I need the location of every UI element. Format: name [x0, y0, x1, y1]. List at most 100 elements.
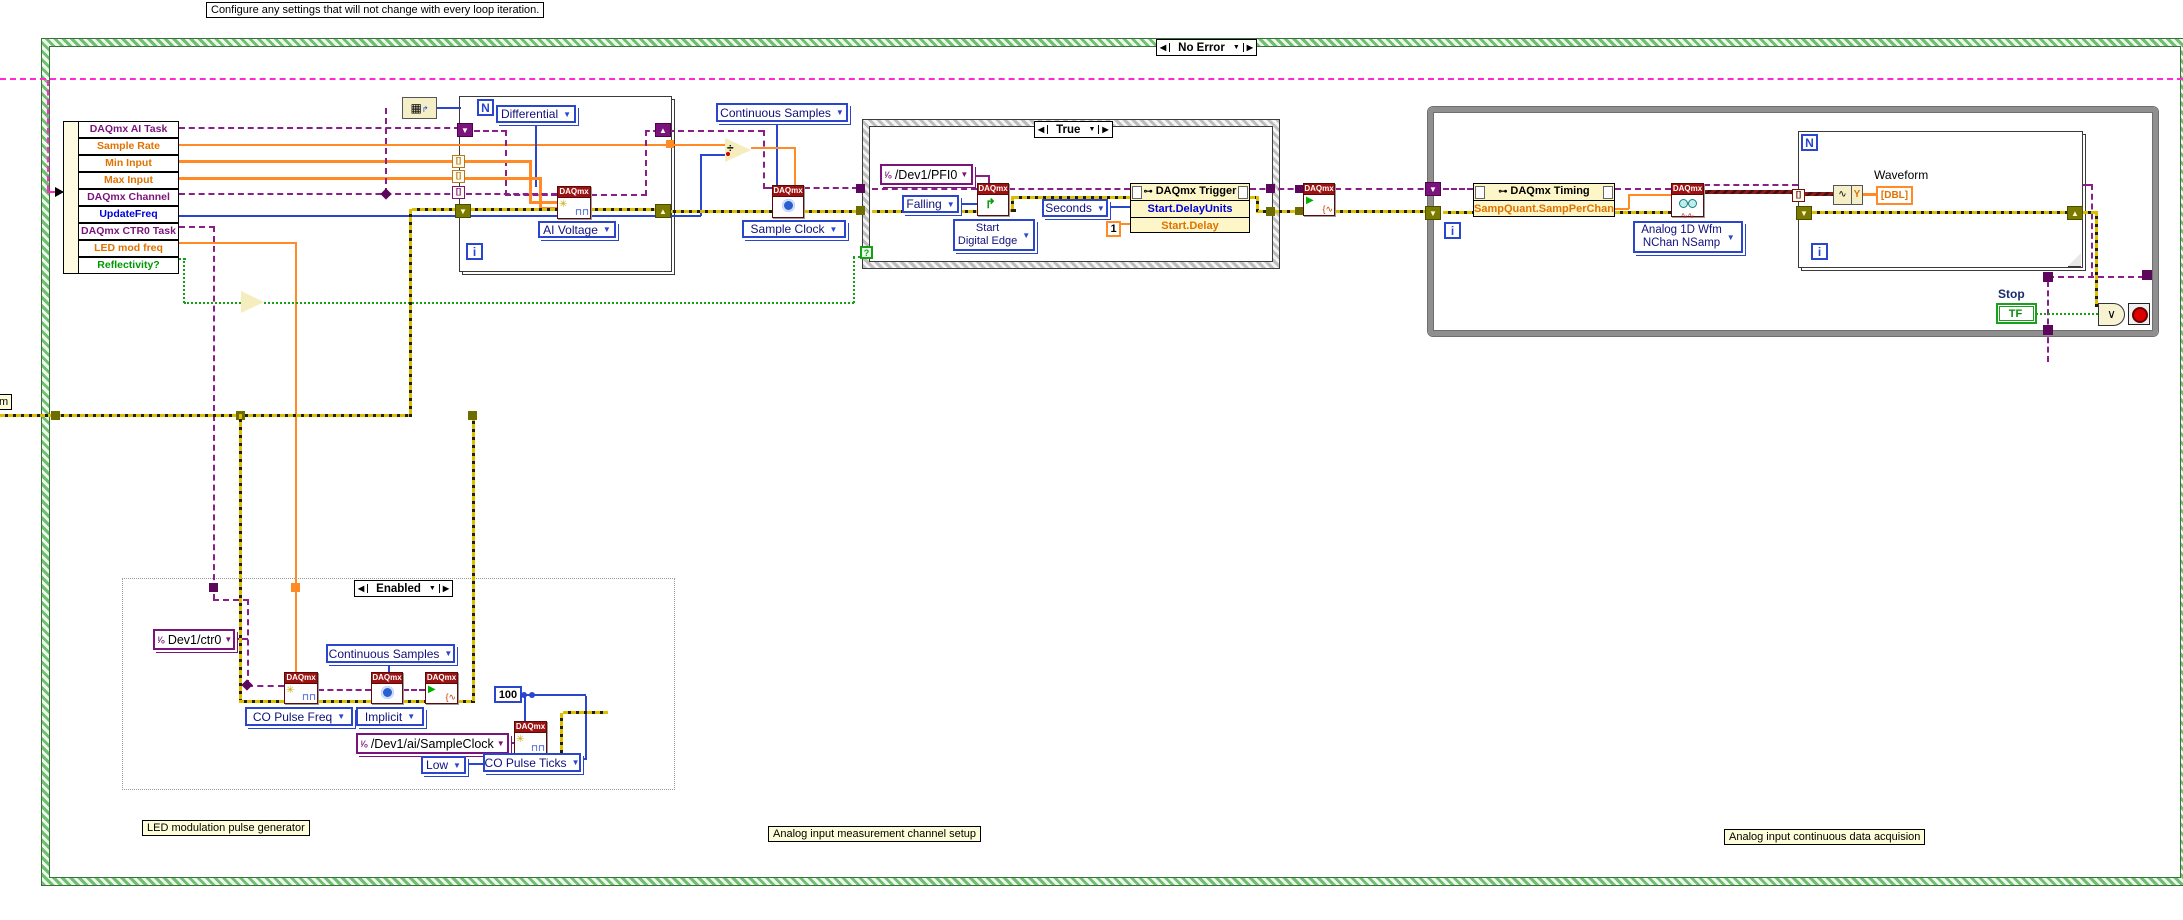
error-shift-register-left[interactable]: ▼ — [455, 204, 471, 218]
terminal-config-ring[interactable]: Differential ▼ — [496, 105, 576, 123]
sample-mode-ring[interactable]: Continuous Samples ▼ — [716, 103, 848, 122]
wire-ticks-link[interactable] — [578, 758, 587, 760]
wire-100-down2[interactable] — [585, 696, 587, 760]
case-selector-terminal[interactable]: ? — [860, 246, 873, 259]
chevron-down-icon[interactable]: ▼ — [444, 649, 453, 658]
wire-task-mid-in[interactable] — [763, 187, 773, 189]
wire-task-to-node[interactable] — [1009, 188, 1130, 190]
wire-ctr0-task[interactable] — [179, 226, 215, 228]
wire-min-in[interactable] — [465, 160, 532, 163]
delay-units-ring[interactable]: Seconds ▼ — [1042, 199, 1108, 217]
chevron-down-icon[interactable]: ▼ — [960, 170, 969, 179]
chevron-down-icon[interactable]: ▼ — [946, 199, 955, 209]
daqmx-create-ticks-vi[interactable]: DAQmx ✳ ⊓⊓ — [514, 721, 547, 755]
error-tunnel[interactable] — [1266, 207, 1275, 216]
enabled-case-structure[interactable] — [122, 578, 675, 790]
or-gate[interactable]: ∨ — [2098, 303, 2125, 326]
case-label[interactable]: True — [1056, 123, 1081, 136]
wire-error-p4[interactable] — [560, 713, 563, 754]
wire-error-case-out[interactable] — [1258, 210, 1303, 213]
loop-count-terminal[interactable]: N — [477, 99, 494, 116]
wire-sampperchan-up[interactable] — [1628, 194, 1630, 209]
wire-error-p-out[interactable] — [458, 700, 474, 703]
co-pulse-ticks-ring[interactable]: CO Pulse Ticks ▼ — [483, 753, 581, 772]
wire-wfm-inner[interactable] — [1805, 192, 1833, 196]
wire-delay[interactable] — [1121, 223, 1130, 225]
wire-error-to-while[interactable] — [1335, 210, 1434, 213]
task-shift-register[interactable]: ▼ — [1425, 182, 1441, 196]
daqmx-start-pulse-vi[interactable]: DAQmx ▶ {∿ — [425, 672, 458, 704]
error-tunnel[interactable] — [856, 206, 865, 215]
chevron-down-icon[interactable]: ▼ — [829, 224, 838, 234]
daqmx-timing-vi[interactable]: DAQmx — [772, 185, 804, 218]
wire-task-after-read[interactable] — [1704, 184, 1798, 186]
task-tunnel[interactable] — [1266, 184, 1275, 193]
timing-property-node[interactable]: ⊶ DAQmx Timing SampQuant.SampPerChan — [1473, 183, 1615, 217]
wire-units[interactable] — [1106, 206, 1130, 208]
wire-100[interactable] — [522, 694, 586, 696]
chevron-down-icon[interactable]: ▼ — [496, 739, 505, 748]
wire-error-p4-out[interactable] — [563, 711, 608, 714]
cluster-row-led-freq[interactable]: LED mod freq — [78, 240, 179, 257]
cluster-row-max-input[interactable]: Max Input — [78, 172, 179, 189]
wire-led-freq-down[interactable] — [295, 242, 297, 672]
index-tunnel-waveform[interactable]: [] — [1792, 189, 1805, 202]
trigger-property-node[interactable]: ⊶ DAQmx Trigger Start.DelayUnits Start.D… — [1130, 183, 1250, 233]
wire-task-down[interactable] — [505, 130, 507, 196]
index-tunnel-max[interactable]: [] — [452, 170, 465, 183]
task-tunnel[interactable] — [2043, 325, 2053, 335]
wire-clk-src[interactable] — [508, 742, 514, 744]
comment-led-generator[interactable]: LED modulation pulse generator — [142, 820, 310, 836]
idle-state-ring[interactable]: Low ▼ — [421, 756, 466, 774]
wire-task-case-out[interactable] — [1250, 188, 1303, 190]
co-pulse-freq-ring[interactable]: CO Pulse Freq ▼ — [245, 707, 353, 726]
case-prev-icon[interactable]: ◀ — [355, 584, 369, 593]
comment-configure[interactable]: Configure any settings that will not cha… — [206, 2, 545, 18]
error-shift-register-right[interactable]: ▲ — [655, 204, 671, 218]
chevron-down-icon[interactable]: ▼ — [1726, 232, 1735, 242]
task-tunnel[interactable] — [2142, 270, 2152, 280]
wire-ref-drop[interactable] — [47, 80, 49, 191]
case-prev-icon[interactable]: ◀ — [1157, 43, 1171, 52]
chevron-down-icon[interactable]: ▼ — [224, 635, 233, 644]
wire-task-right-down[interactable] — [2091, 184, 2093, 278]
wire-ai-task[interactable] — [179, 127, 460, 129]
wire-count[interactable] — [437, 107, 461, 109]
wire-error-p-up[interactable] — [472, 416, 475, 703]
ticks-constant[interactable]: 100 — [494, 686, 522, 703]
property-node-title[interactable]: ⊶ DAQmx Trigger — [1131, 184, 1249, 201]
shift-register-left[interactable]: ▼ — [457, 123, 473, 137]
wire-task-mid-down[interactable] — [763, 130, 765, 189]
daqmx-start-task-vi[interactable]: DAQmx ▶ {∿ — [1303, 183, 1335, 216]
cluster-row-ai-task[interactable]: DAQmx AI Task — [78, 121, 179, 138]
channel-for-loop[interactable] — [459, 96, 672, 272]
wire-error-down[interactable] — [2095, 211, 2098, 307]
counter-constant[interactable]: ᴵ⁄ₒ Dev1/ctr0 ▼ — [153, 629, 235, 650]
wire-sampperchan-in[interactable] — [1628, 194, 1671, 196]
error-shift-register[interactable]: ▼ — [1425, 206, 1441, 220]
wire-updatefreq-in[interactable] — [700, 154, 726, 156]
wire-error-p2[interactable] — [403, 700, 425, 703]
task-tunnel[interactable] — [209, 583, 218, 592]
chevron-down-icon[interactable]: ▼ — [1096, 203, 1105, 213]
wire-error-pulse-down[interactable] — [239, 414, 242, 702]
delay-constant[interactable]: 1 — [1106, 221, 1121, 237]
edge-ring[interactable]: Falling ▼ — [902, 195, 959, 213]
cluster-row-reflectivity[interactable]: Reflectivity? — [78, 257, 179, 274]
property-row-delayunits[interactable]: Start.DelayUnits — [1131, 201, 1249, 218]
wire-task-wl[interactable] — [1443, 188, 1473, 190]
freq-tunnel[interactable] — [291, 583, 300, 592]
wire-task-node-read[interactable] — [1615, 188, 1671, 190]
wire-chan-vi[interactable] — [466, 193, 557, 195]
wire-bool-up[interactable] — [853, 257, 855, 303]
comment-analog-acquisition[interactable]: Analog input continuous data acquision — [1724, 829, 1926, 845]
channel-count-icon[interactable]: ▦↱ — [402, 97, 437, 119]
index-tunnel-channel[interactable]: [] — [452, 186, 465, 199]
wire-ctr0-down[interactable] — [213, 226, 215, 600]
daqmx-read-vi[interactable]: DAQmx ∿∿ — [1671, 183, 1704, 220]
wire-error-to-loop[interactable] — [412, 208, 460, 211]
chevron-down-icon[interactable]: ▼ — [453, 760, 461, 770]
wire-error-step-down[interactable] — [1256, 196, 1259, 213]
chevron-down-icon[interactable]: ▼ — [407, 712, 416, 721]
